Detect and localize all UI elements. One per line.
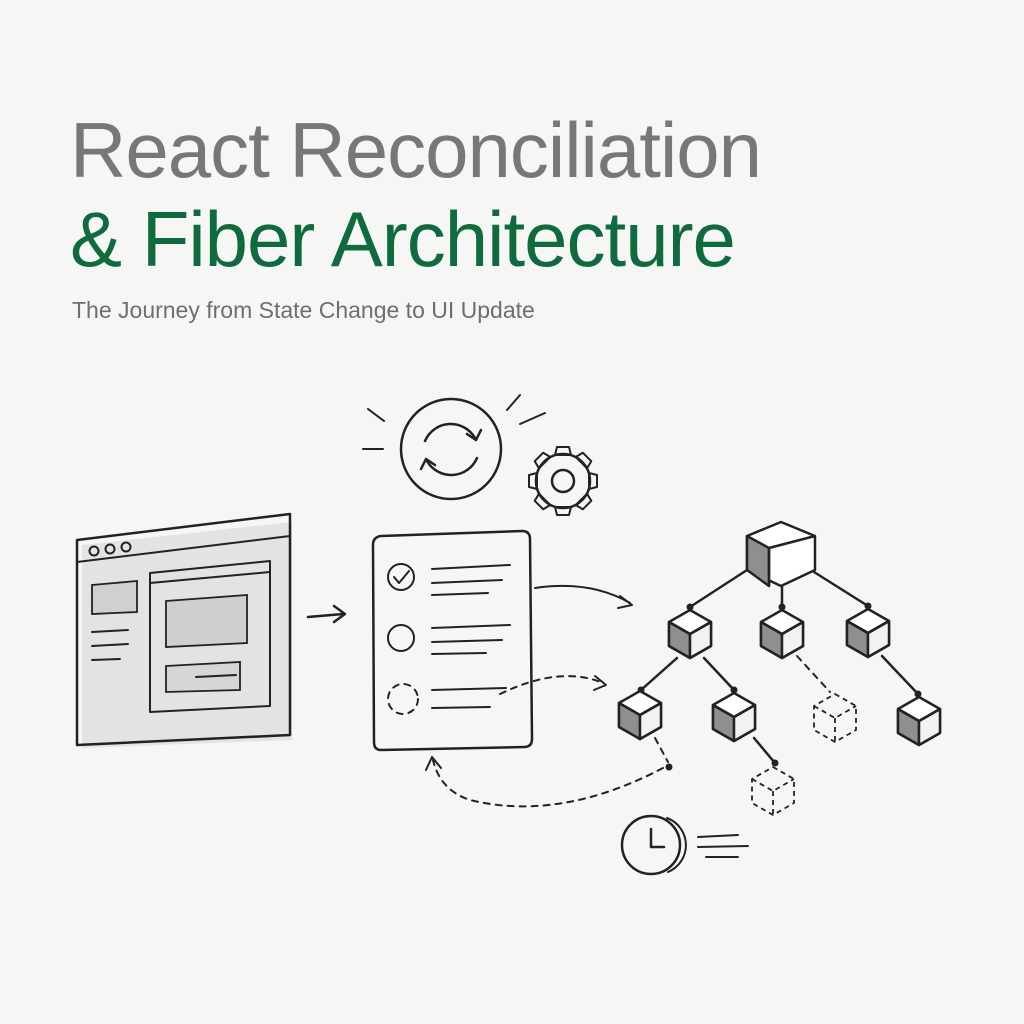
arrow-to-checklist xyxy=(306,604,347,624)
checklist-card-icon xyxy=(371,529,534,752)
clock-icon xyxy=(620,814,749,876)
fiber-node xyxy=(667,608,713,660)
fiber-node xyxy=(617,689,663,741)
fiber-node xyxy=(896,695,942,747)
dashed-arrow-to-fiber-tree xyxy=(499,675,607,695)
fiber-node-pending xyxy=(751,766,795,816)
sync-arrows-icon xyxy=(362,394,546,501)
dashed-return-arrow xyxy=(425,756,673,808)
page-subtitle: The Journey from State Change to UI Upda… xyxy=(72,297,535,323)
arrow-to-fiber-tree xyxy=(534,584,633,609)
fiber-root-node xyxy=(745,520,817,588)
browser-window-icon xyxy=(75,512,292,748)
fiber-node xyxy=(759,608,805,660)
gear-icon xyxy=(528,446,598,516)
fiber-node-pending xyxy=(813,693,857,743)
page-title-line-2: & Fiber Architecture xyxy=(70,195,736,283)
fiber-node xyxy=(845,607,891,659)
fiber-node xyxy=(711,691,757,743)
fiber-tree-icon xyxy=(617,520,942,816)
page-title-line-1: React Reconciliation xyxy=(70,106,762,194)
